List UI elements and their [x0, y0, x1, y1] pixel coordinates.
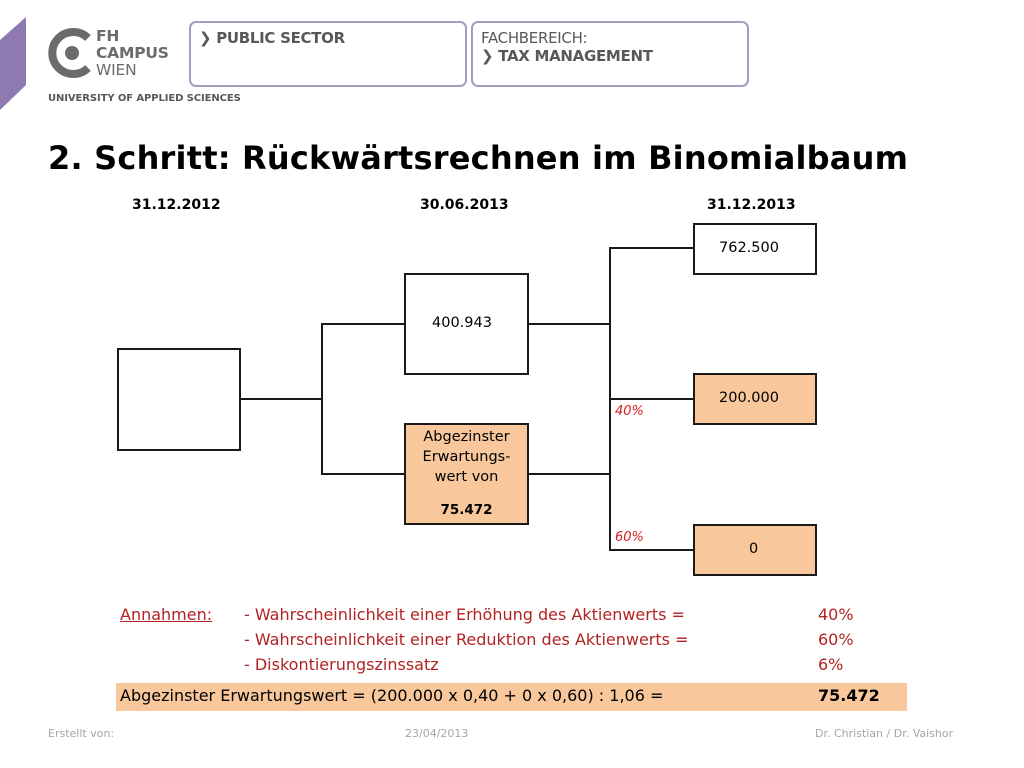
header-box-tax-management: FACHBEREICH: ❯ TAX MANAGEMENT [471, 21, 749, 87]
connector-to-leaf-1 [609, 247, 695, 249]
slide-title: 2. Schritt: Rückwärtsrechnen im Binomial… [48, 139, 909, 177]
logo-line-1: FH [96, 27, 120, 45]
result-value: 75.472 [818, 686, 880, 705]
header-box-public-sector: ❯ PUBLIC SECTOR [189, 21, 467, 87]
connector-lower-out [528, 473, 610, 475]
connector-level1-vertical [321, 323, 323, 474]
connector-to-lower [321, 473, 405, 475]
date-col-3: 31.12.2013 [707, 197, 796, 213]
date-col-2: 30.06.2013 [420, 197, 509, 213]
assumption-1-text: - Wahrscheinlichkeit einer Erhöhung des … [244, 605, 685, 624]
assumption-2-text: - Wahrscheinlichkeit einer Reduktion des… [244, 630, 689, 649]
connector-to-leaf-2 [609, 398, 695, 400]
connector-lower-vertical [609, 398, 611, 550]
connector-root-out [240, 398, 322, 400]
tree-leaf-1-value: 762.500 [719, 240, 779, 256]
assumption-3-value: 6% [818, 655, 844, 674]
tree-leaf-1: 762.500 [693, 223, 817, 275]
assumption-3-text: - Diskontierungszinssatz [244, 655, 439, 674]
tree-leaf-2-value: 200.000 [719, 390, 779, 406]
header-box-tax-management-label: ❯ TAX MANAGEMENT [481, 47, 653, 65]
header-box-fachbereich-label: FACHBEREICH: [481, 29, 588, 47]
logo-c-icon [48, 28, 91, 78]
tree-node-lower-line-1: Abgezinster [423, 429, 510, 445]
assumption-2-value: 60% [818, 630, 854, 649]
tree-node-root [117, 348, 241, 451]
tree-node-lower: Abgezinster Erwartungs- wert von 75.472 [404, 423, 529, 525]
connector-upper-vertical [609, 247, 611, 399]
tree-node-lower-line-3: wert von [434, 469, 499, 485]
header-box-public-sector-label: ❯ PUBLIC SECTOR [199, 29, 345, 47]
tree-node-upper: 400.943 [404, 273, 529, 375]
connector-upper-out [528, 323, 610, 325]
connector-to-leaf-3 [609, 549, 695, 551]
assumption-1-value: 40% [818, 605, 854, 624]
footer-authors: Dr. Christian / Dr. Vaishor [815, 727, 954, 740]
footer-date: 23/04/2013 [405, 727, 469, 740]
logo-line-3: WIEN [96, 61, 137, 79]
probability-up: 40% [615, 404, 644, 419]
logo-line-2: CAMPUS [96, 44, 169, 62]
footer-created-by: Erstellt von: [48, 727, 115, 740]
tree-leaf-3: 0 [693, 524, 817, 576]
connector-to-upper [321, 323, 405, 325]
fh-campus-logo: FH CAMPUS WIEN [46, 26, 186, 86]
assumptions-label: Annahmen: [120, 605, 213, 624]
tree-node-lower-value: 75.472 [440, 502, 493, 518]
tree-node-upper-value: 400.943 [432, 315, 492, 331]
tree-leaf-2: 200.000 [693, 373, 817, 425]
probability-down: 60% [615, 530, 644, 545]
result-bar: Abgezinster Erwartungswert = (200.000 x … [116, 683, 907, 711]
tree-leaf-3-value: 0 [749, 541, 759, 557]
date-col-1: 31.12.2012 [132, 197, 221, 213]
corner-accent [0, 17, 26, 110]
university-tagline: UNIVERSITY OF APPLIED SCIENCES [48, 93, 241, 104]
tree-node-lower-line-2: Erwartungs- [422, 449, 511, 465]
result-text: Abgezinster Erwartungswert = (200.000 x … [120, 686, 664, 705]
